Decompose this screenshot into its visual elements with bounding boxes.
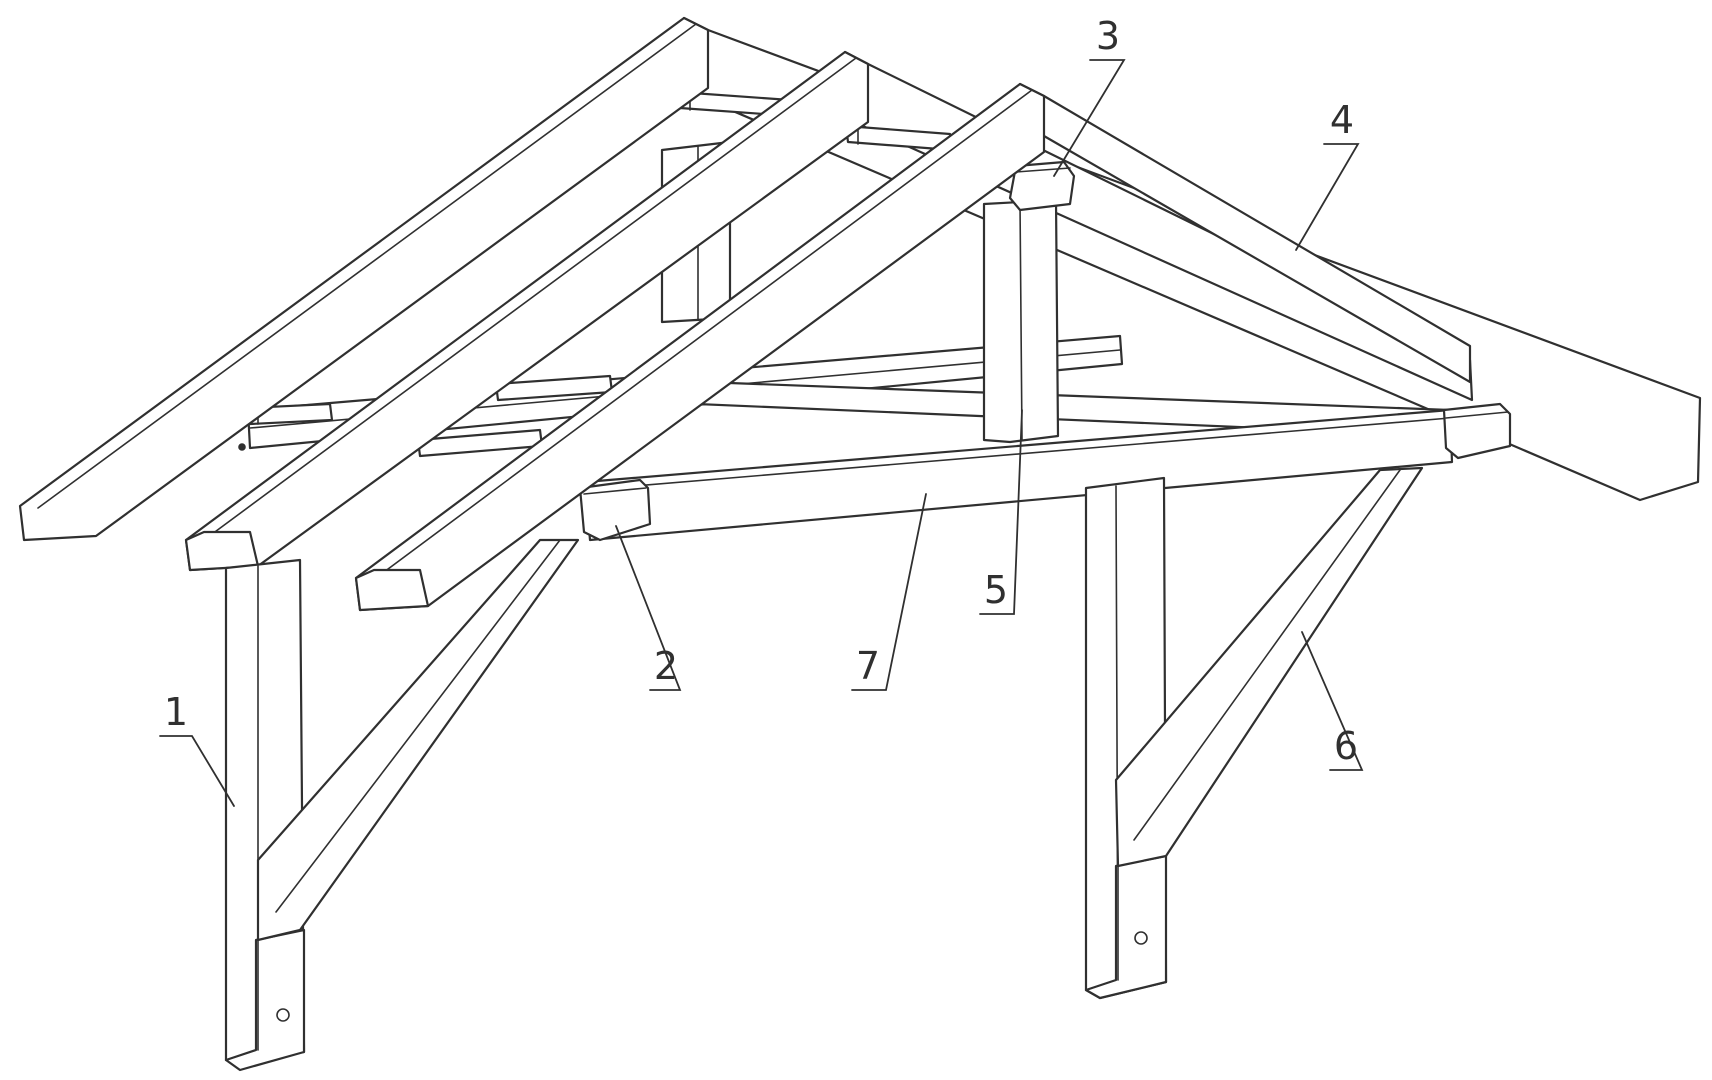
- callout-6-leader: [1301, 631, 1364, 771]
- callout-6: 6: [1334, 724, 1358, 768]
- left-post-foot: [224, 928, 306, 1072]
- king-post-cap: [1008, 160, 1076, 212]
- callout-1-leader: [159, 735, 235, 807]
- right-brace: [1114, 466, 1424, 868]
- purlin-5-peg: [238, 443, 246, 451]
- callout-5: 5: [984, 568, 1008, 612]
- rafter-back-left-edge: [37, 23, 697, 509]
- callout-3: 3: [1096, 14, 1120, 58]
- callout-2: 2: [654, 644, 678, 688]
- right-post-bolt: [1134, 931, 1148, 945]
- rafter-front-left-edge: [375, 89, 1033, 579]
- left-brace: [256, 538, 580, 942]
- king-post-edge: [1019, 201, 1023, 441]
- beam-end-block-edge: [583, 487, 647, 495]
- callout-5-leader: [979, 409, 1023, 615]
- right-beam-end-block: [1442, 402, 1512, 460]
- callout-3-leader: [1053, 59, 1126, 177]
- right-brace-edge: [1133, 469, 1401, 841]
- beam-end-block: [578, 478, 652, 542]
- callout-2-leader: [615, 525, 682, 691]
- left-brace-edge: [275, 539, 561, 913]
- rafter-front-end: [354, 568, 430, 612]
- left-post-bolt: [276, 1008, 290, 1022]
- callout-7-leader: [851, 493, 927, 691]
- rafter-middle-left-edge: [203, 57, 857, 541]
- front-tie-beam-edge: [585, 417, 1451, 491]
- callout-4-leader: [1295, 143, 1360, 251]
- callout-1: 1: [164, 690, 188, 734]
- rafter-back-left: [18, 16, 710, 542]
- rafter-middle-end: [184, 530, 260, 572]
- callout-4: 4: [1330, 98, 1354, 142]
- right-beam-end-block-edge: [1445, 411, 1509, 419]
- king-post-cap-edge: [1015, 167, 1071, 173]
- callout-7: 7: [856, 644, 880, 688]
